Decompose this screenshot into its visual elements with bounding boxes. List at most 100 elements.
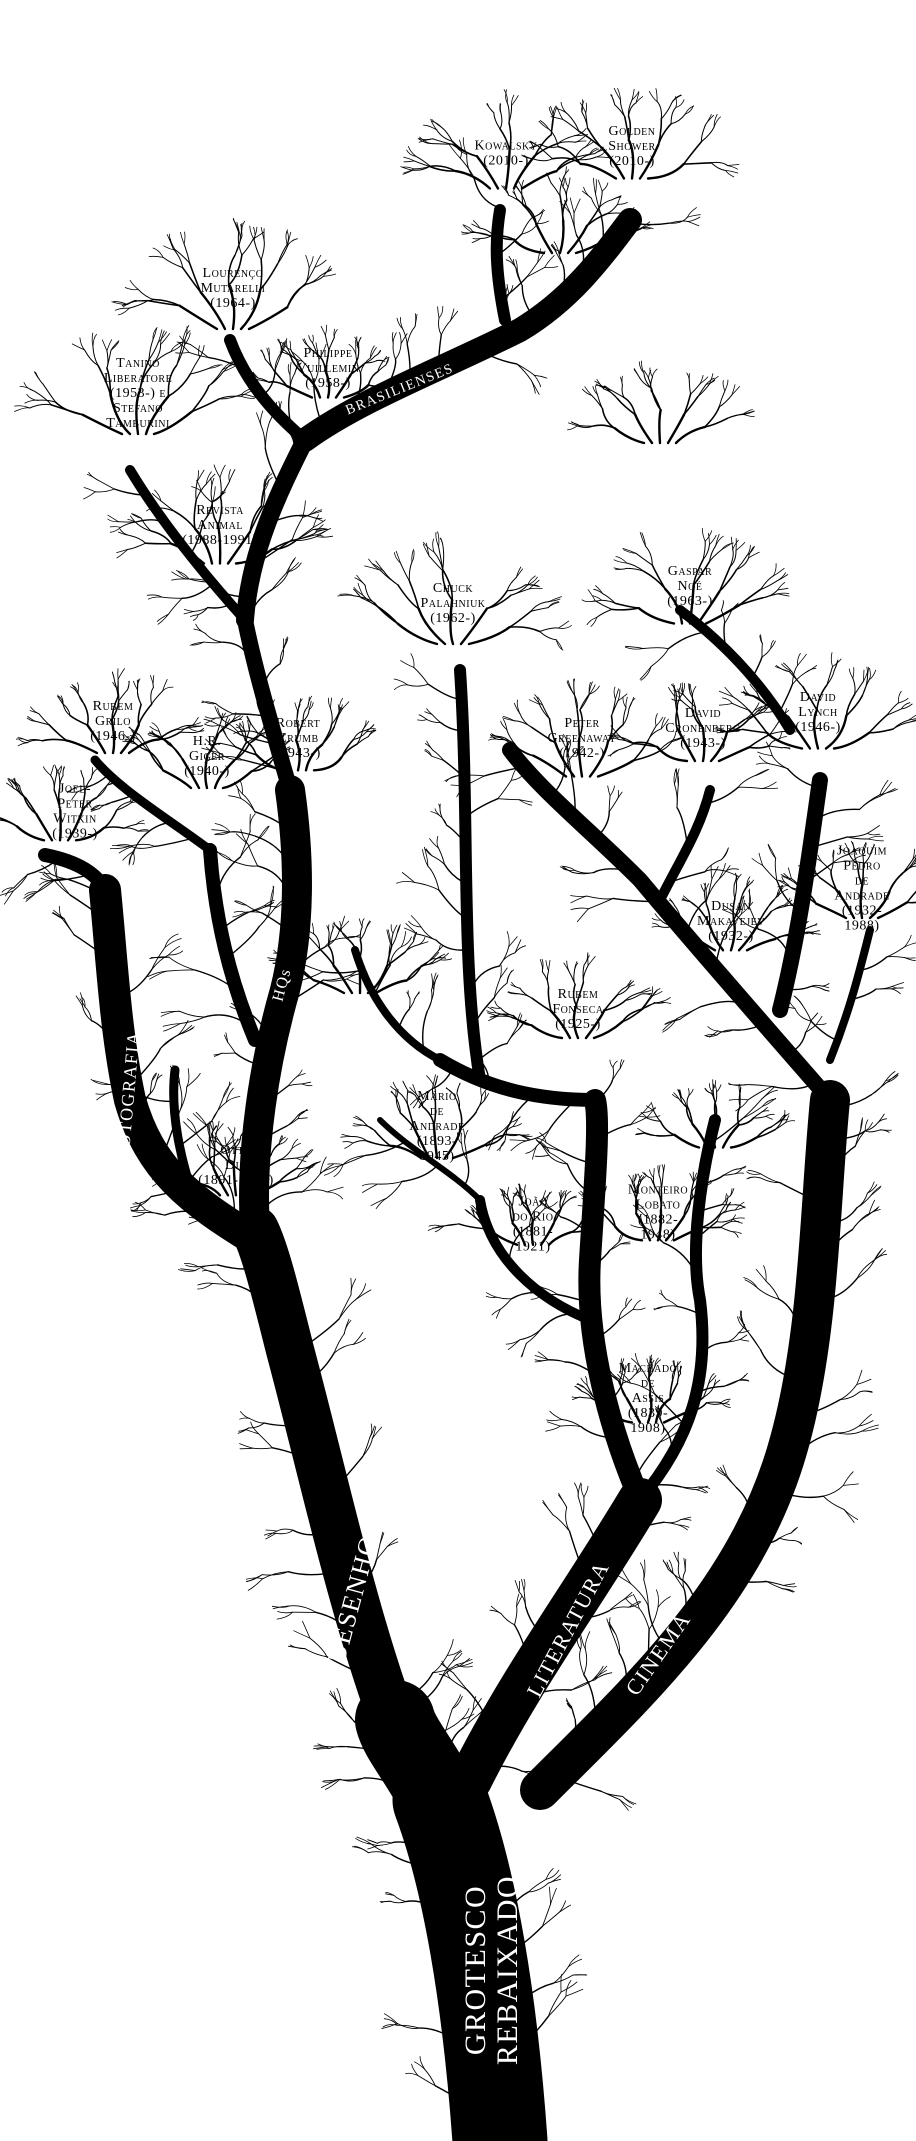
twig — [507, 970, 513, 983]
twig — [597, 609, 612, 617]
revista-animal-line: (1988-1991) — [182, 533, 258, 548]
twig — [180, 1017, 205, 1024]
twig — [726, 1194, 727, 1204]
twig — [391, 925, 393, 934]
twig — [400, 332, 402, 343]
twig — [465, 1160, 468, 1184]
twig — [746, 1085, 772, 1087]
tanino-liberatore-line: (1953-) e — [110, 386, 166, 401]
twig — [664, 1243, 693, 1268]
twig — [407, 326, 415, 344]
twig — [676, 100, 684, 108]
twig — [295, 703, 298, 711]
twig — [539, 121, 549, 129]
twig — [366, 921, 370, 929]
twig — [634, 370, 640, 378]
twig — [549, 1996, 567, 2016]
twig — [353, 1125, 363, 1126]
twig — [822, 809, 860, 816]
twig — [470, 799, 498, 814]
twig — [759, 756, 769, 764]
twig — [649, 91, 657, 101]
twig — [463, 225, 473, 232]
twig — [650, 1170, 654, 1178]
hr-giger-line: Giger — [189, 749, 225, 764]
twig — [473, 232, 490, 236]
twig — [309, 336, 313, 343]
twig — [700, 1001, 737, 1006]
twig — [559, 1901, 566, 1913]
twig — [208, 606, 228, 609]
twig — [523, 205, 536, 224]
twig — [111, 341, 119, 351]
twig — [533, 1146, 537, 1159]
twig — [551, 1888, 557, 1904]
twig — [767, 1582, 783, 1589]
node-joao-do-rio: Joãodo Rio(1881-1921) — [513, 1195, 554, 1255]
twig — [509, 256, 516, 267]
twig — [730, 1189, 732, 1196]
node-rubem-fonseca: RubemFonseca(1925-) — [552, 987, 604, 1032]
twig — [688, 217, 700, 221]
tanino-liberatore-line: Stefano — [113, 401, 163, 416]
node-philippe-vuillemin: PhilippeVuillemin(1958-) — [297, 346, 360, 391]
twig — [334, 330, 337, 338]
twig — [515, 1580, 519, 1591]
twig — [549, 1104, 571, 1130]
twig — [731, 1138, 757, 1148]
twig — [137, 690, 141, 705]
twig — [631, 1117, 648, 1125]
twig — [786, 1121, 795, 1123]
twig — [588, 956, 595, 965]
joel-peter-witkin-branch — [45, 855, 105, 890]
twig — [415, 882, 440, 890]
twig — [102, 340, 107, 351]
twig — [314, 1746, 328, 1747]
twig — [717, 1085, 721, 1092]
machado-branch — [589, 1100, 640, 1500]
twig — [95, 489, 114, 492]
twig — [312, 923, 313, 933]
twig — [254, 240, 261, 259]
twig — [183, 268, 201, 293]
twig — [408, 684, 429, 686]
twig — [871, 1186, 881, 1195]
twig — [90, 777, 106, 786]
twig — [684, 142, 702, 164]
twig — [378, 362, 383, 372]
joaquim-pedro-de-andrade-line: (1932- — [842, 904, 882, 919]
twig — [51, 775, 55, 790]
twig — [507, 1187, 508, 1195]
twig — [615, 1227, 642, 1241]
twig — [259, 1434, 273, 1448]
twig — [353, 1338, 365, 1344]
twig — [527, 262, 538, 277]
twig — [290, 341, 291, 349]
twig — [584, 1486, 588, 1497]
twig — [277, 1612, 292, 1619]
twig — [688, 1089, 689, 1096]
twig — [240, 1448, 253, 1449]
twig — [728, 1083, 746, 1085]
twig — [353, 1141, 368, 1143]
twig — [684, 163, 712, 164]
lourenco-mutarelli-line: (1964-) — [210, 296, 256, 311]
twig — [722, 848, 729, 859]
twig — [490, 1610, 501, 1613]
twig — [561, 1975, 562, 1993]
twig — [780, 1183, 806, 1196]
twig — [595, 601, 612, 610]
twig — [320, 1166, 339, 1173]
twig — [296, 1157, 308, 1158]
twig — [484, 768, 516, 776]
twig — [184, 609, 194, 611]
giger-branch — [210, 850, 255, 1040]
fonseca-side-branch — [355, 950, 440, 1060]
twig — [749, 746, 769, 748]
twig — [795, 1032, 806, 1049]
twig — [499, 1766, 523, 1771]
twig — [403, 170, 413, 174]
dusan-makavejev-line: (1932-) — [708, 929, 754, 944]
twig — [110, 527, 120, 532]
twig — [570, 198, 574, 213]
